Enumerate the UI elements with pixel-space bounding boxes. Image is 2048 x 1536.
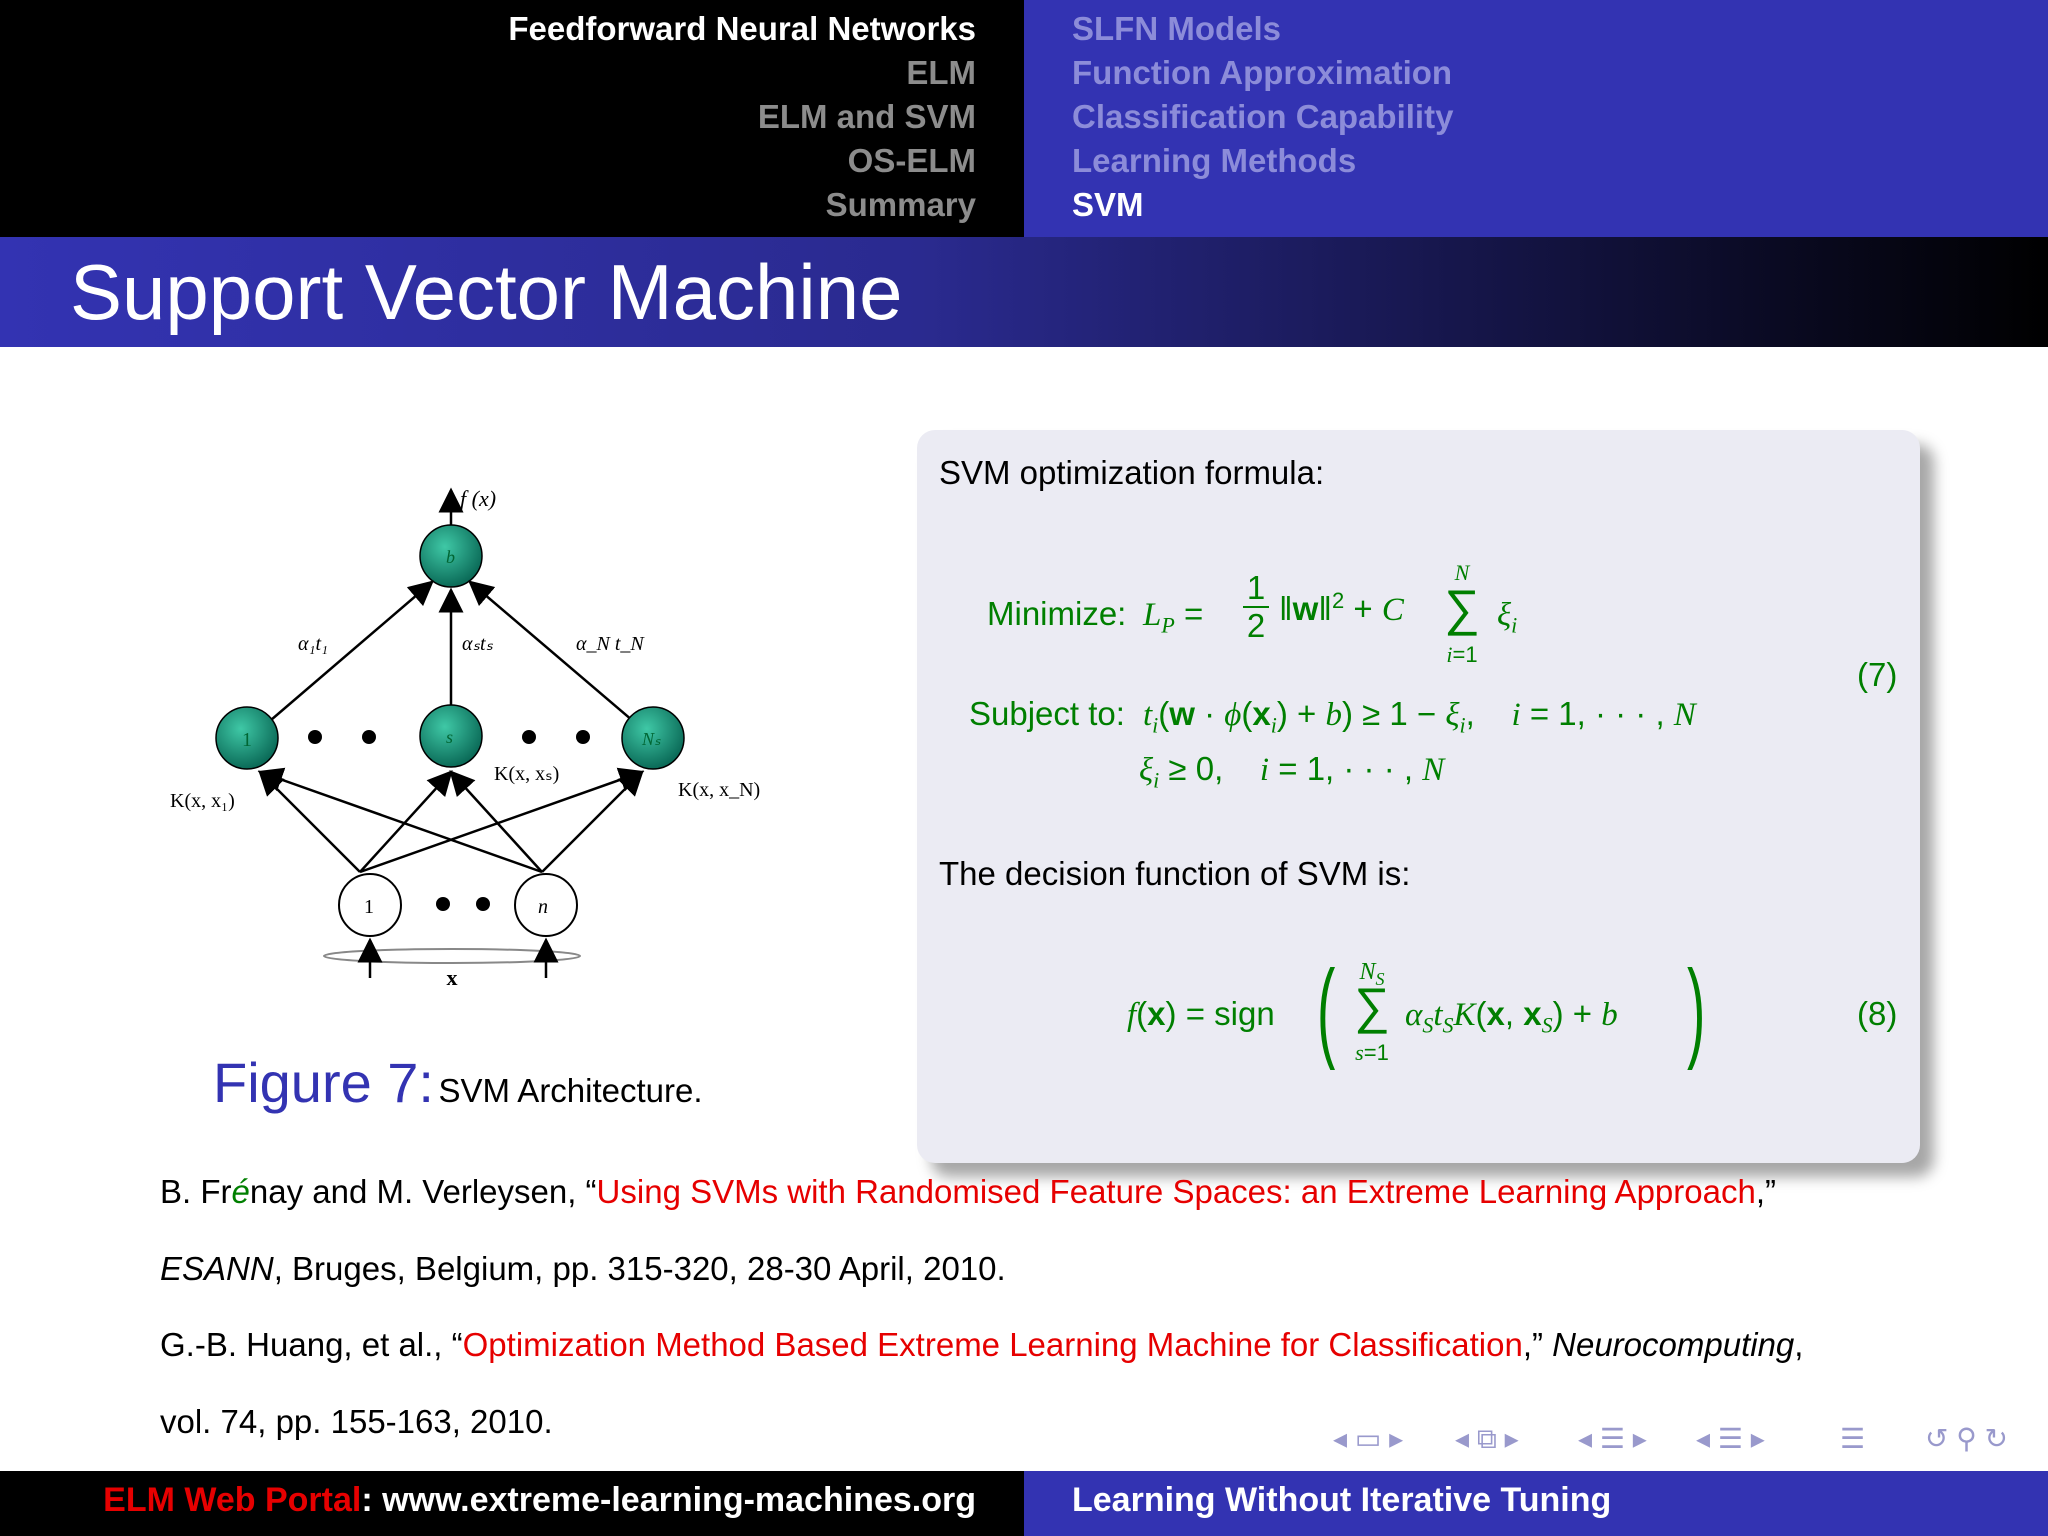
ellipsis-dot (308, 730, 322, 744)
nav-frame-icon[interactable]: ◂ ▭ ▸ (1333, 1423, 1404, 1454)
hidden-node-label: Nₛ (641, 729, 661, 749)
reference-1-line2: ESANN, Bruges, Belgium, pp. 315-320, 28-… (160, 1250, 1006, 1287)
decision-lhs: f(x) = sign (1127, 995, 1275, 1033)
hidden-node-label: 1 (242, 729, 252, 751)
input-node-label: n (538, 896, 548, 918)
nav-toc-icon[interactable]: ☰ (1840, 1423, 1866, 1454)
reference-link[interactable]: Using SVMs with Randomised Feature Space… (596, 1173, 1756, 1210)
subsection-link[interactable]: Classification Capability (1072, 98, 1454, 135)
reference-link[interactable]: Optimization Method Based Extreme Learni… (462, 1326, 1523, 1363)
kernel-label: K(x, xₛ) (494, 763, 559, 785)
edge (359, 767, 645, 874)
equation-number: (8) (1857, 995, 1898, 1032)
section-link[interactable]: Summary (825, 186, 976, 223)
subsection-link[interactable]: SLFN Models (1072, 10, 1282, 47)
input-vector-ellipse (323, 948, 581, 964)
subsection-link-current[interactable]: SVM (1072, 186, 1144, 223)
constraint-2: ξi ≥ 0, i = 1, · · · , N (1139, 750, 1445, 793)
header-sections: Feedforward Neural Networks ELM ELM and … (0, 0, 1024, 237)
sum-lower: s=1 (1355, 1040, 1389, 1065)
constraint-1: ti(w · ϕ(xi) + b) ≥ 1 − ξi, i = 1, · · ·… (1143, 695, 1696, 738)
subsection-link[interactable]: Function Approximation (1072, 54, 1453, 91)
weight-label: αₛtₛ (462, 633, 494, 655)
edge (468, 580, 654, 739)
right-paren: ) (1687, 948, 1706, 1071)
nav-search-icon[interactable]: ↺ ⚲ ↻ (1925, 1423, 2008, 1454)
sum-sign: ∑ (1444, 580, 1480, 636)
edge (249, 580, 434, 739)
nav-subsection-icon[interactable]: ◂ ⧉ ▸ (1455, 1423, 1519, 1454)
sum-lower: i=1 (1446, 642, 1478, 667)
minimize-label: Minimize: (987, 595, 1127, 632)
footer-right: Learning Without Iterative Tuning (1024, 1471, 2048, 1536)
minimize-lp: LP = (1143, 595, 1204, 638)
decision-sum-body: αStSK(x, xS) + b (1405, 995, 1618, 1038)
sum-sign: ∑ (1354, 978, 1390, 1034)
slide-title: Support Vector Machine (70, 248, 903, 336)
footer-portal[interactable]: ELM Web Portal: www.extreme-learning-mac… (103, 1481, 976, 1519)
input-node (338, 873, 402, 937)
sum-upper: NS (1359, 959, 1385, 989)
subject-label: Subject to: (969, 695, 1125, 732)
figure-caption-text: SVM Architecture. (438, 1072, 703, 1109)
subsection-link[interactable]: Learning Methods (1072, 142, 1357, 179)
input-x-label: x (447, 965, 458, 990)
ellipsis-dot (362, 730, 376, 744)
sum-upper: N (1454, 560, 1470, 585)
decision-intro: The decision function of SVM is: (939, 855, 1411, 892)
norm-w: ‖w‖2 + C (1279, 588, 1404, 628)
edge (257, 767, 543, 874)
hidden-node (621, 706, 685, 770)
footer-slogan: Learning Without Iterative Tuning (1072, 1481, 1612, 1519)
reference-1: B. Frénay and M. Verleysen, “Using SVMs … (160, 1173, 1776, 1210)
edge (541, 770, 644, 873)
nav-section-icon[interactable]: ◂ ☰ ▸ (1578, 1423, 1647, 1454)
reference-2-line2: vol. 74, pp. 155-163, 2010. (160, 1403, 553, 1440)
header-subsections: SLFN Models Function Approximation Class… (1024, 0, 2048, 237)
xi-term: ξi (1497, 597, 1518, 638)
edge (359, 770, 453, 873)
svm-formula-block: SVM optimization formula: Minimize: LP =… (917, 430, 1920, 1163)
hidden-node-label: s (446, 727, 453, 747)
bias-label: b (446, 547, 455, 567)
ellipsis-dot (476, 897, 490, 911)
ellipsis-dot (522, 730, 536, 744)
output-label: f (x) (460, 486, 496, 511)
reference-2: G.-B. Huang, et al., “Optimization Metho… (160, 1326, 1804, 1363)
section-link[interactable]: OS-ELM (847, 142, 976, 179)
svm-architecture-diagram: f (x) b α₁t₁ αₛtₛ α_N t_N 1 s Nₛ K(x, x₁… (170, 486, 760, 990)
edge (258, 770, 361, 873)
ellipsis-dot (576, 730, 590, 744)
section-link[interactable]: ELM (906, 54, 976, 91)
figure-caption: Figure 7: SVM Architecture. (213, 1050, 703, 1115)
block-intro: SVM optimization formula: (939, 454, 1325, 491)
title-bar: Support Vector Machine (0, 237, 2048, 347)
hidden-node (419, 704, 483, 768)
hidden-node (215, 706, 279, 770)
input-node (514, 873, 578, 937)
ellipsis-dot (436, 897, 450, 911)
kernel-label: K(x, x_N) (678, 779, 760, 801)
equation-number: (7) (1857, 656, 1898, 693)
weight-label: α₁t₁ (298, 633, 328, 655)
footer-left: ELM Web Portal: www.extreme-learning-mac… (0, 1471, 1024, 1536)
bias-node (419, 524, 483, 588)
nav-document-icon[interactable]: ◂ ☰ ▸ (1696, 1423, 1765, 1454)
left-paren: ( (1317, 948, 1336, 1071)
kernel-label: K(x, x₁) (170, 790, 235, 812)
section-link[interactable]: Feedforward Neural Networks (508, 10, 976, 47)
input-node-label: 1 (364, 896, 374, 918)
edge (449, 770, 543, 873)
figure-label: Figure 7: (213, 1051, 434, 1114)
weight-label: α_N t_N (576, 633, 645, 655)
section-link[interactable]: ELM and SVM (757, 98, 976, 135)
